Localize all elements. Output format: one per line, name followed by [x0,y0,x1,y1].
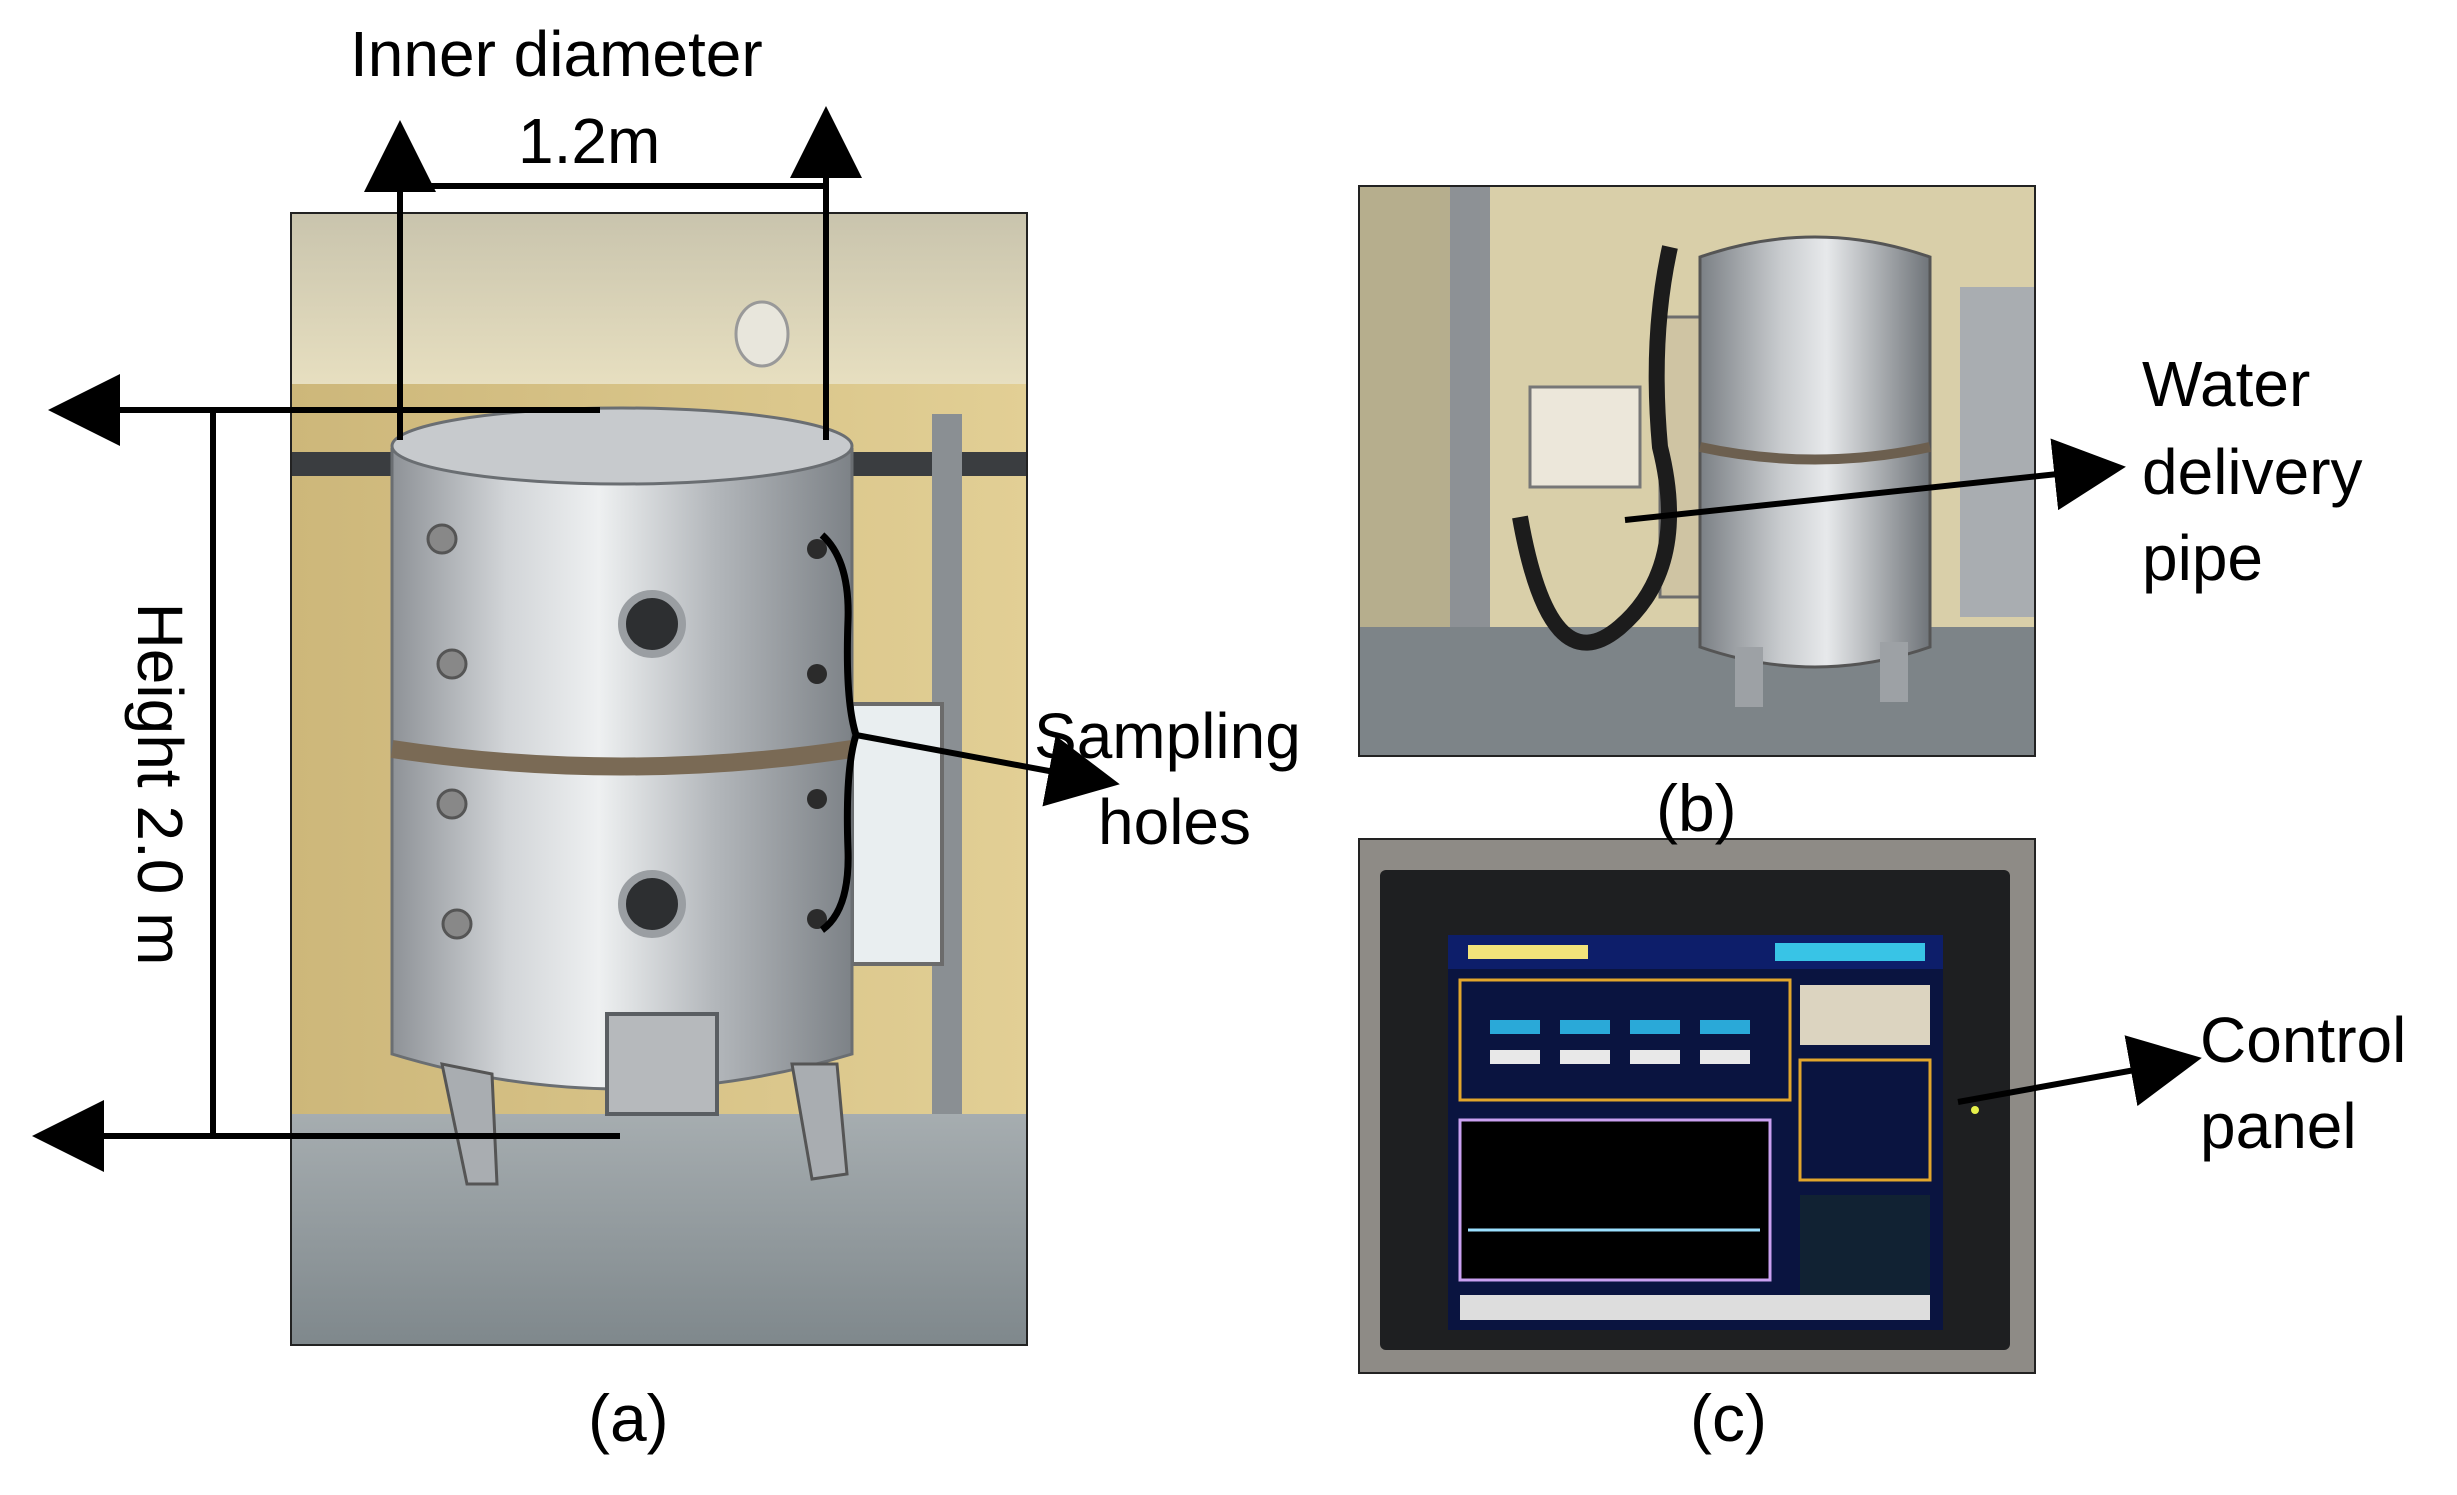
control-panel-label-line1: Control [2200,1004,2407,1076]
control-panel-illustration [1360,840,2034,1372]
tank-top [390,406,854,486]
porthole-upper [618,590,686,658]
inner-diameter-value: 1.2m [518,105,661,177]
water-pipe-arrow [1624,438,2126,523]
ceiling [292,214,1026,384]
trend-graph [1458,1118,1772,1282]
porthole-lower [618,870,686,938]
data-table-area [1458,978,1792,1102]
room-illustration [1360,187,2034,755]
sampling-hole-3 [807,789,827,809]
photo-grain-silo-front [290,212,1028,1346]
photo-water-delivery-room [1358,185,2036,757]
background-tank [1960,287,2034,617]
sampling-hole-1 [807,539,827,559]
bottom-hatch [605,1012,719,1116]
water-delivery-hose [1512,245,1678,651]
caption-c: (c) [1690,1381,1767,1455]
height-label: Height 2.0 m [124,602,196,966]
water-pipe-label-line3: pipe [2142,522,2263,594]
tank-leg-right [790,1062,849,1181]
tank-b-leg-left [1735,647,1763,707]
tank-b-leg-right [1880,642,1908,702]
sampling-holes-arrow [855,732,1120,807]
control-panel-label-line2: panel [2200,1090,2357,1162]
sampling-holes-label-line1: Sampling [1034,700,1301,772]
weld-band [390,740,854,776]
sampling-holes-brace [819,532,860,933]
wall-panel [1528,385,1642,489]
vertical-duct [1450,187,1490,657]
caption-a: (a) [588,1381,669,1455]
sampling-holes-label-line2: holes [1098,786,1251,858]
power-indicator [1971,1106,1979,1114]
sampling-hole-2 [807,664,827,684]
control-panel-arrow [1957,1035,2202,1107]
floor [292,1114,1026,1344]
water-pipe-label-line1: Water [2142,348,2311,420]
inner-diameter-label: Inner diameter [350,18,763,90]
caption-b: (b) [1656,771,1737,845]
tank-leg-left [440,1062,499,1186]
water-pipe-label-line2: delivery [2142,436,2363,508]
ceiling-lamp [734,300,790,368]
sampling-hole-4 [807,909,827,929]
photo-control-panel [1358,838,2036,1374]
silo-illustration [292,214,1026,1344]
